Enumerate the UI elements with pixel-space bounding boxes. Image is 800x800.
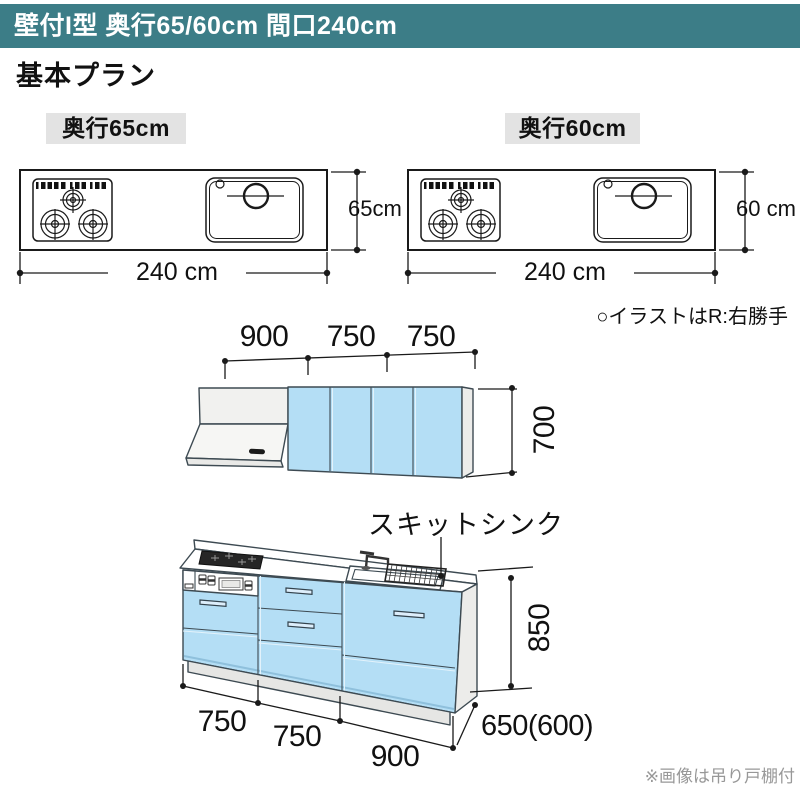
plan-right-width-dim: 240 cm bbox=[496, 258, 634, 287]
base-unit-drawing bbox=[179, 537, 534, 751]
toe-kick bbox=[187, 660, 451, 726]
plan-left-depth-dim: 65cm bbox=[348, 196, 402, 221]
sink-callout-label: スキットシンク bbox=[368, 510, 564, 540]
header-bar: 壁付I型 奥行65/60cm 間口240cm bbox=[0, 4, 800, 48]
drawer-handle bbox=[287, 621, 315, 630]
plan-left-label: 奥行65cm bbox=[46, 113, 186, 144]
wall-cabinet-dim-750b: 750 bbox=[406, 320, 456, 353]
wall-cabinet-height-dim: 700 bbox=[528, 405, 561, 455]
base-unit-dim-750b: 750 bbox=[272, 720, 322, 753]
base-unit-dim-750a: 750 bbox=[197, 705, 247, 738]
handed-note: ○イラストはR:右勝手 bbox=[596, 306, 788, 328]
image-footnote: ※画像は吊り戸棚付 bbox=[644, 767, 795, 786]
faucet bbox=[364, 554, 390, 569]
plan-right-label: 奥行60cm bbox=[505, 113, 640, 144]
drawer-handle bbox=[393, 610, 425, 619]
base-unit-dim-900: 900 bbox=[370, 740, 420, 773]
wall-cabinet-dim-750a: 750 bbox=[326, 320, 376, 353]
plan-right-depth-dim: 60 cm bbox=[736, 196, 796, 221]
section-subtitle: 基本プラン bbox=[16, 61, 156, 91]
base-unit-height-dim: 850 bbox=[523, 603, 556, 653]
plan-left-width-dim: 240 cm bbox=[108, 258, 246, 287]
wall-cabinet-dim-900: 900 bbox=[239, 320, 289, 353]
hood-handle bbox=[248, 448, 265, 455]
sink-basket bbox=[384, 563, 447, 587]
wall-cabinet-drawing bbox=[185, 349, 518, 479]
drawer-handle bbox=[199, 599, 227, 608]
page-title: 壁付I型 奥行65/60cm 間口240cm bbox=[14, 12, 398, 40]
base-unit-depth-dim: 650(600) bbox=[481, 710, 594, 742]
drawer-handle bbox=[285, 587, 313, 596]
